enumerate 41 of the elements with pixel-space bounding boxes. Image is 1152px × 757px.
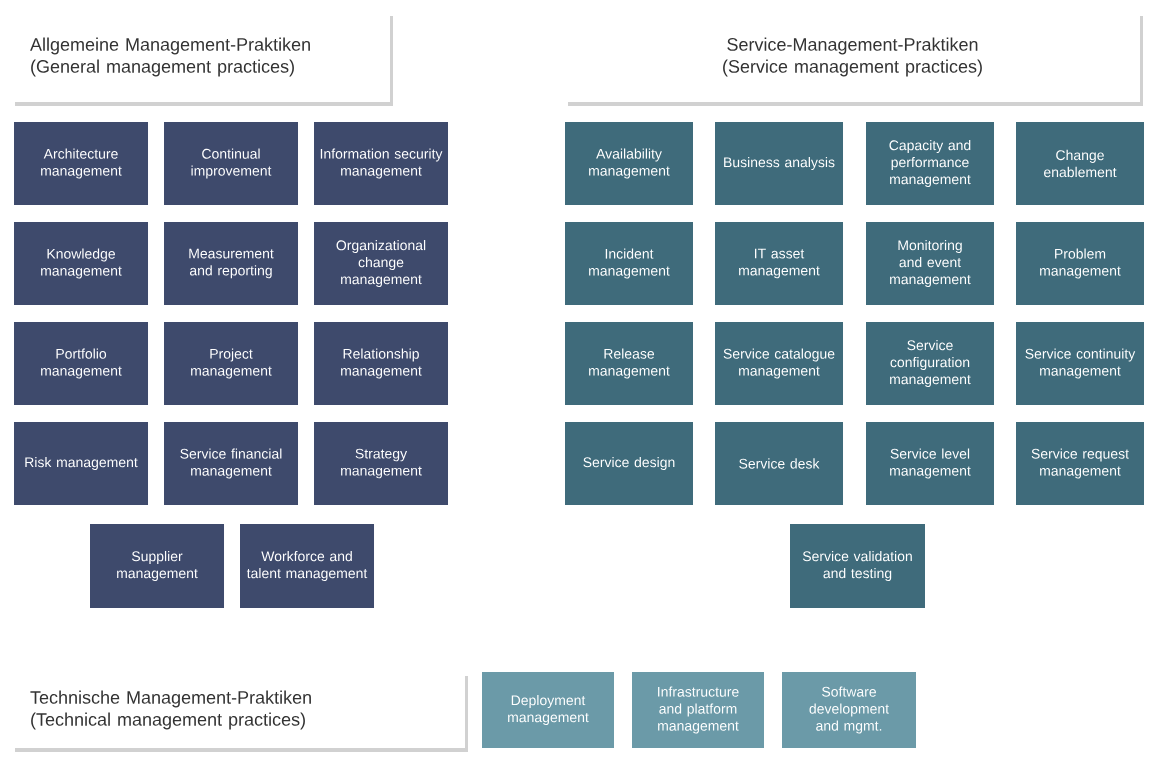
practice-box: Capacity and performance management bbox=[866, 122, 994, 205]
practice-box: Measurement and reporting bbox=[164, 222, 298, 305]
practice-box: Knowledge management bbox=[14, 222, 148, 305]
practice-box: Change enablement bbox=[1016, 122, 1144, 205]
practice-box: Workforce and talent management bbox=[240, 524, 374, 608]
practice-box: Architecture management bbox=[14, 122, 148, 205]
practice-box: Strategy management bbox=[314, 422, 448, 505]
practice-box: Monitoring and event management bbox=[866, 222, 994, 305]
node-label: Service-Management-Praktiken bbox=[727, 37, 978, 55]
practice-box: Risk management bbox=[14, 422, 148, 505]
practice-box: Service validation and testing bbox=[790, 524, 925, 608]
practice-box: Service desk bbox=[715, 422, 843, 505]
practice-box: Service configuration management bbox=[866, 322, 994, 405]
practice-box: Relationship management bbox=[314, 322, 448, 405]
heading-box: Technische Management-Praktiken (Technical management practices) bbox=[12, 672, 468, 752]
practice-box: Service request management bbox=[1016, 422, 1144, 505]
practice-box: Continual improvement bbox=[164, 122, 298, 205]
node-label: Allgemeine Management-Praktiken bbox=[30, 37, 310, 55]
practice-box: Problem management bbox=[1016, 222, 1144, 305]
practice-box: Availability management bbox=[565, 122, 693, 205]
practice-box: Portfolio management bbox=[14, 322, 148, 405]
practice-box: Infrastructure and platform management bbox=[632, 672, 764, 748]
practice-box: Business analysis bbox=[715, 122, 843, 205]
practice-box: Service design bbox=[565, 422, 693, 505]
heading-box: Allgemeine Management-Praktiken (General management practices) bbox=[12, 12, 393, 106]
practice-box: Service continuity management bbox=[1016, 322, 1144, 405]
practice-box: Organizational change management bbox=[314, 222, 448, 305]
practice-box: Software development and mgmt. bbox=[782, 672, 916, 748]
heading-box: Service-Management-Praktiken (Service management practices) bbox=[565, 12, 1143, 106]
practice-box: Incident management bbox=[565, 222, 693, 305]
practice-box: Supplier management bbox=[90, 524, 224, 608]
node-label: (General management practices) bbox=[31, 59, 294, 77]
practice-box: Service level management bbox=[866, 422, 994, 505]
practice-box: Information security management bbox=[314, 122, 448, 205]
node-label: (Service management practices) bbox=[723, 59, 982, 77]
practice-box: Release management bbox=[565, 322, 693, 405]
practice-box: Project management bbox=[164, 322, 298, 405]
practice-box: Deployment management bbox=[482, 672, 614, 748]
practice-box: Service financial management bbox=[164, 422, 298, 505]
practice-box: IT asset management bbox=[715, 222, 843, 305]
practice-box: Service catalogue management bbox=[715, 322, 843, 405]
